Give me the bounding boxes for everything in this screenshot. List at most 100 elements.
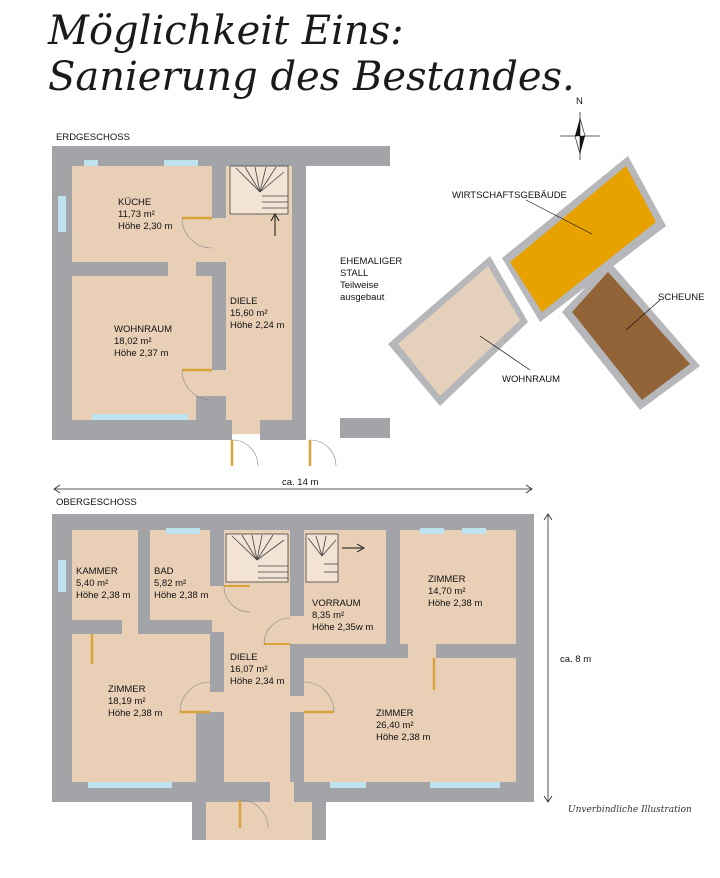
stall-label: EHEMALIGER STALL Teilweise ausgebaut <box>340 256 402 303</box>
leader-line <box>625 299 661 331</box>
site-label-wohnraum: WOHNRAUM <box>502 374 560 385</box>
svg-text:Höhe 2,37 m: Höhe 2,37 m <box>114 348 168 359</box>
uf-balcony <box>206 800 312 840</box>
gf-wall-south <box>52 420 232 440</box>
uf-wall-vorraum-zimmer <box>386 528 400 644</box>
uf-window <box>420 528 444 534</box>
svg-text:Höhe 2,35w m: Höhe 2,35w m <box>312 622 373 633</box>
uf-wall-zimmer-diele-2 <box>196 712 224 784</box>
gf-door-swing <box>181 217 213 249</box>
uf-stair-2-treads <box>307 535 338 573</box>
uf-window <box>166 528 200 534</box>
svg-text:Höhe 2,34 m: Höhe 2,34 m <box>230 676 284 687</box>
svg-text:16,07 m²: 16,07 m² <box>230 664 268 675</box>
gf-window <box>92 414 188 420</box>
svg-text:18,19 m²: 18,19 m² <box>108 696 146 707</box>
gf-wall-pillar <box>196 396 226 434</box>
ground-floor-plan <box>52 146 390 467</box>
svg-text:Teilweise: Teilweise <box>340 280 379 291</box>
svg-text:Höhe 2,38 m: Höhe 2,38 m <box>108 708 162 719</box>
gf-window <box>58 196 66 232</box>
room-label-vorraum: VORRAUM 8,35 m² Höhe 2,35w m <box>312 598 373 633</box>
disclaimer: Unverbindliche Illustration <box>568 805 692 815</box>
site-plan <box>388 156 700 410</box>
svg-text:DIELE: DIELE <box>230 296 257 307</box>
gf-window <box>164 160 198 166</box>
gf-wall-south-2 <box>260 420 294 440</box>
uf-wall-diele-zimmer-2 <box>290 712 304 784</box>
svg-text:ausgebaut: ausgebaut <box>340 292 385 303</box>
title-line-2: Sanierung des Bestandes. <box>48 54 575 100</box>
uf-wall-west <box>52 514 72 802</box>
svg-text:ZIMMER: ZIMMER <box>376 708 414 719</box>
upper-floor-label: OBERGESCHOSS <box>56 497 137 508</box>
uf-stair-treads <box>231 534 288 579</box>
title-line-1: Möglichkeit Eins: <box>48 8 404 54</box>
width-dimension-label: ca. 14 m <box>282 477 319 488</box>
svg-text:KÜCHE: KÜCHE <box>118 197 151 208</box>
svg-text:WOHNRAUM: WOHNRAUM <box>114 324 172 335</box>
gf-wall-north <box>52 146 292 166</box>
uf-balcony-wall <box>192 800 206 840</box>
gf-wall-west <box>52 146 72 440</box>
room-label-zimmer-se: ZIMMER 26,40 m² Höhe 2,38 m <box>376 708 430 743</box>
room-label-wohnraum: WOHNRAUM 18,02 m² Höhe 2,37 m <box>114 324 172 359</box>
leader-line <box>479 335 531 371</box>
svg-text:ZIMMER: ZIMMER <box>428 574 466 585</box>
uf-door-swing <box>223 585 251 613</box>
gf-wall-stall-stub <box>340 418 390 438</box>
depth-dimension: ca. 8 m <box>543 513 591 803</box>
svg-text:8,35 m²: 8,35 m² <box>312 610 344 621</box>
room-label-kammer: KAMMER 5,40 m² Höhe 2,38 m <box>76 566 130 601</box>
gf-wall-diele-east <box>292 146 306 440</box>
width-dimension: ca. 14 m <box>53 476 533 494</box>
svg-text:Höhe 2,38 m: Höhe 2,38 m <box>428 598 482 609</box>
site-label-scheune: SCHEUNE <box>658 292 704 303</box>
svg-text:5,82 m²: 5,82 m² <box>154 578 186 589</box>
uf-wall-diele-zimmer <box>290 644 304 696</box>
site-wohnraum <box>398 266 520 396</box>
uf-door-swing <box>179 681 211 713</box>
svg-text:Höhe 2,30 m: Höhe 2,30 m <box>118 221 172 232</box>
svg-text:DIELE: DIELE <box>230 652 257 663</box>
svg-text:KAMMER: KAMMER <box>76 566 118 577</box>
gf-wall-north-stall <box>292 146 390 166</box>
gf-wall-kueche-wohn <box>70 262 168 276</box>
room-label-zimmer-ne: ZIMMER 14,70 m² Höhe 2,38 m <box>428 574 482 609</box>
room-label-diele-eg: DIELE 15,60 m² Höhe 2,24 m <box>230 296 284 331</box>
svg-text:BAD: BAD <box>154 566 174 577</box>
uf-window <box>462 528 486 534</box>
svg-text:5,40 m²: 5,40 m² <box>76 578 108 589</box>
page-title: Möglichkeit Eins: Sanierung des Bestande… <box>48 8 575 100</box>
site-scheune <box>572 272 690 400</box>
ground-floor-label: ERDGESCHOSS <box>56 132 130 143</box>
svg-text:VORRAUM: VORRAUM <box>312 598 361 609</box>
gf-door-swing <box>231 439 259 467</box>
gf-wall-kueche-wohn-2 <box>196 262 226 276</box>
svg-text:Höhe 2,38 m: Höhe 2,38 m <box>376 732 430 743</box>
uf-wall-vorraum-south <box>304 644 408 658</box>
uf-wall-kammer-bad <box>138 528 150 628</box>
leader-line <box>525 199 593 235</box>
uf-wall-bad-south <box>138 620 212 634</box>
svg-text:Höhe 2,38 m: Höhe 2,38 m <box>76 590 130 601</box>
uf-wall-diele-vorraum <box>290 528 304 616</box>
uf-door-swing <box>303 681 335 713</box>
svg-text:11,73 m²: 11,73 m² <box>118 209 155 220</box>
uf-window <box>88 782 172 788</box>
uf-wall-kammer <box>70 620 122 634</box>
svg-text:15,60 m²: 15,60 m² <box>230 308 268 319</box>
svg-text:14,70 m²: 14,70 m² <box>428 586 466 597</box>
gf-window <box>84 160 98 166</box>
uf-stair-arrow-head <box>356 543 366 553</box>
gf-stair-arrow-head <box>270 212 280 222</box>
gf-stair-treads <box>235 166 288 209</box>
svg-text:STALL: STALL <box>340 268 368 279</box>
uf-wall-zimmer-diele <box>210 632 224 692</box>
gf-wall-kueche-diele <box>212 146 226 218</box>
site-label-wirtschaftsgebaeude: WIRTSCHAFTSGEBÄUDE <box>452 190 567 201</box>
depth-dimension-label: ca. 8 m <box>560 654 591 665</box>
room-label-diele-og: DIELE 16,07 m² Höhe 2,34 m <box>230 652 284 687</box>
room-label-zimmer-sw: ZIMMER 18,19 m² Höhe 2,38 m <box>108 684 162 719</box>
